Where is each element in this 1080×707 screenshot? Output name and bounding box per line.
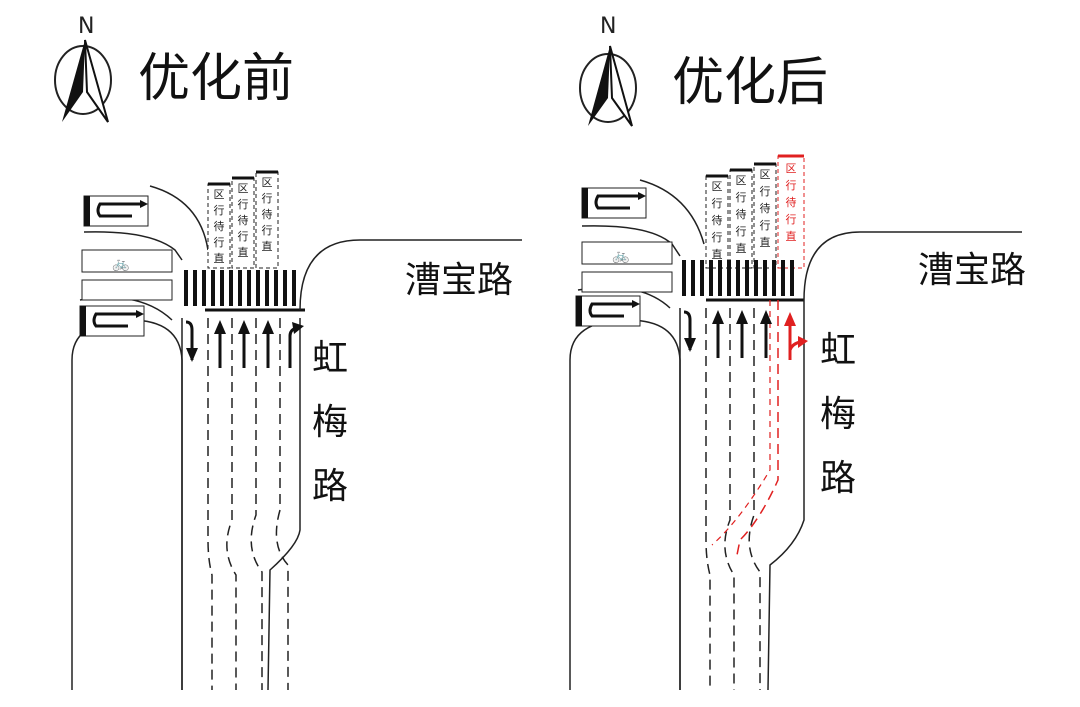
crosswalk-stripe	[745, 260, 749, 296]
waiting-zone-char: 行	[238, 230, 249, 243]
u-turn-sign-top	[83, 195, 149, 227]
waiting-zone-char: 行	[736, 225, 747, 238]
waiting-zone-char: 待	[712, 213, 723, 227]
waiting-zone-char: 行	[214, 236, 225, 249]
svg-text:梅: 梅	[312, 402, 348, 443]
waiting-zone-char: 待	[736, 207, 747, 221]
crosswalk-stripe	[691, 260, 695, 296]
waiting-zone-char: 直	[786, 229, 797, 243]
waiting-zone-char: 行	[238, 198, 249, 211]
u-turn-sign-bottom	[79, 305, 145, 337]
crosswalk-stripe	[211, 270, 215, 306]
new-lane-line	[735, 300, 779, 561]
waiting-zone-char: 行	[712, 197, 723, 210]
waiting-zone-char: 直	[238, 245, 249, 259]
crosswalk-stripe	[238, 270, 242, 306]
waiting-zone-char: 区	[736, 174, 747, 187]
crosswalk-stripe	[718, 260, 722, 296]
waiting-zone-char: 直	[712, 247, 723, 261]
north-label: N	[78, 14, 94, 39]
crosswalk-stripe	[700, 260, 704, 296]
crosswalk-stripe	[247, 270, 251, 306]
waiting-zone-char: 待	[262, 207, 273, 221]
crosswalk-stripe	[220, 270, 224, 306]
road-name-east-before: 漕宝路	[405, 260, 513, 301]
waiting-zone-char: 直	[736, 241, 747, 255]
crosswalk-stripe	[763, 260, 767, 296]
waiting-zone-char: 行	[786, 179, 797, 192]
u-turn-sign-bottom	[575, 295, 641, 327]
waiting-zone-char: 行	[262, 192, 273, 205]
waiting-zone-char: 区	[214, 188, 225, 201]
crosswalk-stripe	[274, 270, 278, 306]
crosswalk-stripe	[736, 260, 740, 296]
crosswalk-stripe	[202, 270, 206, 306]
waiting-zone-char: 区	[760, 168, 771, 181]
waiting-zone-char: 待	[214, 219, 225, 233]
bicycle-icon: 🚲	[612, 248, 629, 264]
crosswalk-stripe	[772, 260, 776, 296]
panel-before: N 优化前 🚲	[54, 14, 522, 691]
svg-text:N: N	[600, 14, 616, 39]
crosswalk-before	[184, 270, 296, 306]
crosswalk-stripe	[727, 260, 731, 296]
crosswalk-stripe	[781, 260, 785, 296]
waiting-zone-char: 行	[262, 224, 273, 237]
crosswalk-stripe	[790, 260, 794, 296]
crosswalk-stripe	[193, 270, 197, 306]
waiting-zone-char: 行	[760, 219, 771, 232]
waiting-zone-char: 行	[786, 213, 797, 226]
waiting-zone-char: 直	[214, 251, 225, 265]
north-compass-icon: N	[54, 14, 112, 123]
crosswalk-stripe	[754, 260, 758, 296]
waiting-zone-char: 行	[736, 191, 747, 204]
new-through-right-arrow	[784, 312, 808, 360]
median-island	[569, 319, 681, 690]
svg-text:虹: 虹	[820, 330, 856, 371]
title-before: 优化前	[138, 49, 294, 109]
waiting-zone-char: 直	[262, 239, 273, 253]
waiting-zone-char: 行	[760, 185, 771, 198]
svg-text:路: 路	[820, 458, 856, 499]
waiting-zone-char: 待	[238, 213, 249, 227]
waiting-zone-char: 区	[786, 162, 797, 175]
waiting-zone-char: 待	[760, 201, 771, 215]
median-island	[71, 319, 183, 690]
waiting-zone-char: 直	[760, 235, 771, 249]
svg-text:梅: 梅	[820, 394, 856, 435]
waiting-zone-char: 行	[712, 231, 723, 244]
crosswalk-stripe	[229, 270, 233, 306]
waiting-zone-char: 区	[238, 182, 249, 195]
panel-after: N 优化后 🚲	[569, 14, 1026, 691]
crosswalk-stripe	[682, 260, 686, 296]
road-name-north-before: 虹 梅 路	[312, 338, 348, 507]
crosswalk-stripe	[265, 270, 269, 306]
bicycle-icon: 🚲	[112, 256, 129, 272]
waiting-zone-char: 行	[214, 204, 225, 217]
crosswalk-stripe	[256, 270, 260, 306]
lane-arrows-after	[683, 310, 808, 360]
svg-text:路: 路	[312, 466, 348, 507]
bike-lane-box: 🚲	[81, 249, 173, 301]
crosswalk-stripe	[292, 270, 296, 306]
crosswalk-stripe	[709, 260, 713, 296]
u-turn-sign-top	[581, 187, 647, 219]
crosswalk-stripe	[283, 270, 287, 306]
crosswalk-stripe	[184, 270, 188, 306]
lane-arrows-before	[185, 320, 304, 368]
waiting-zone-char: 区	[712, 180, 723, 193]
road-name-north-after: 虹 梅 路	[820, 330, 856, 499]
waiting-zone-char: 待	[786, 195, 797, 209]
title-after: 优化后	[672, 53, 828, 113]
bike-lane-box: 🚲	[581, 241, 673, 293]
north-compass-icon: N	[579, 14, 637, 127]
crosswalk-after	[682, 260, 794, 296]
waiting-zone-char: 区	[262, 176, 273, 189]
svg-text:虹: 虹	[312, 338, 348, 379]
road-name-east-after: 漕宝路	[918, 250, 1026, 291]
